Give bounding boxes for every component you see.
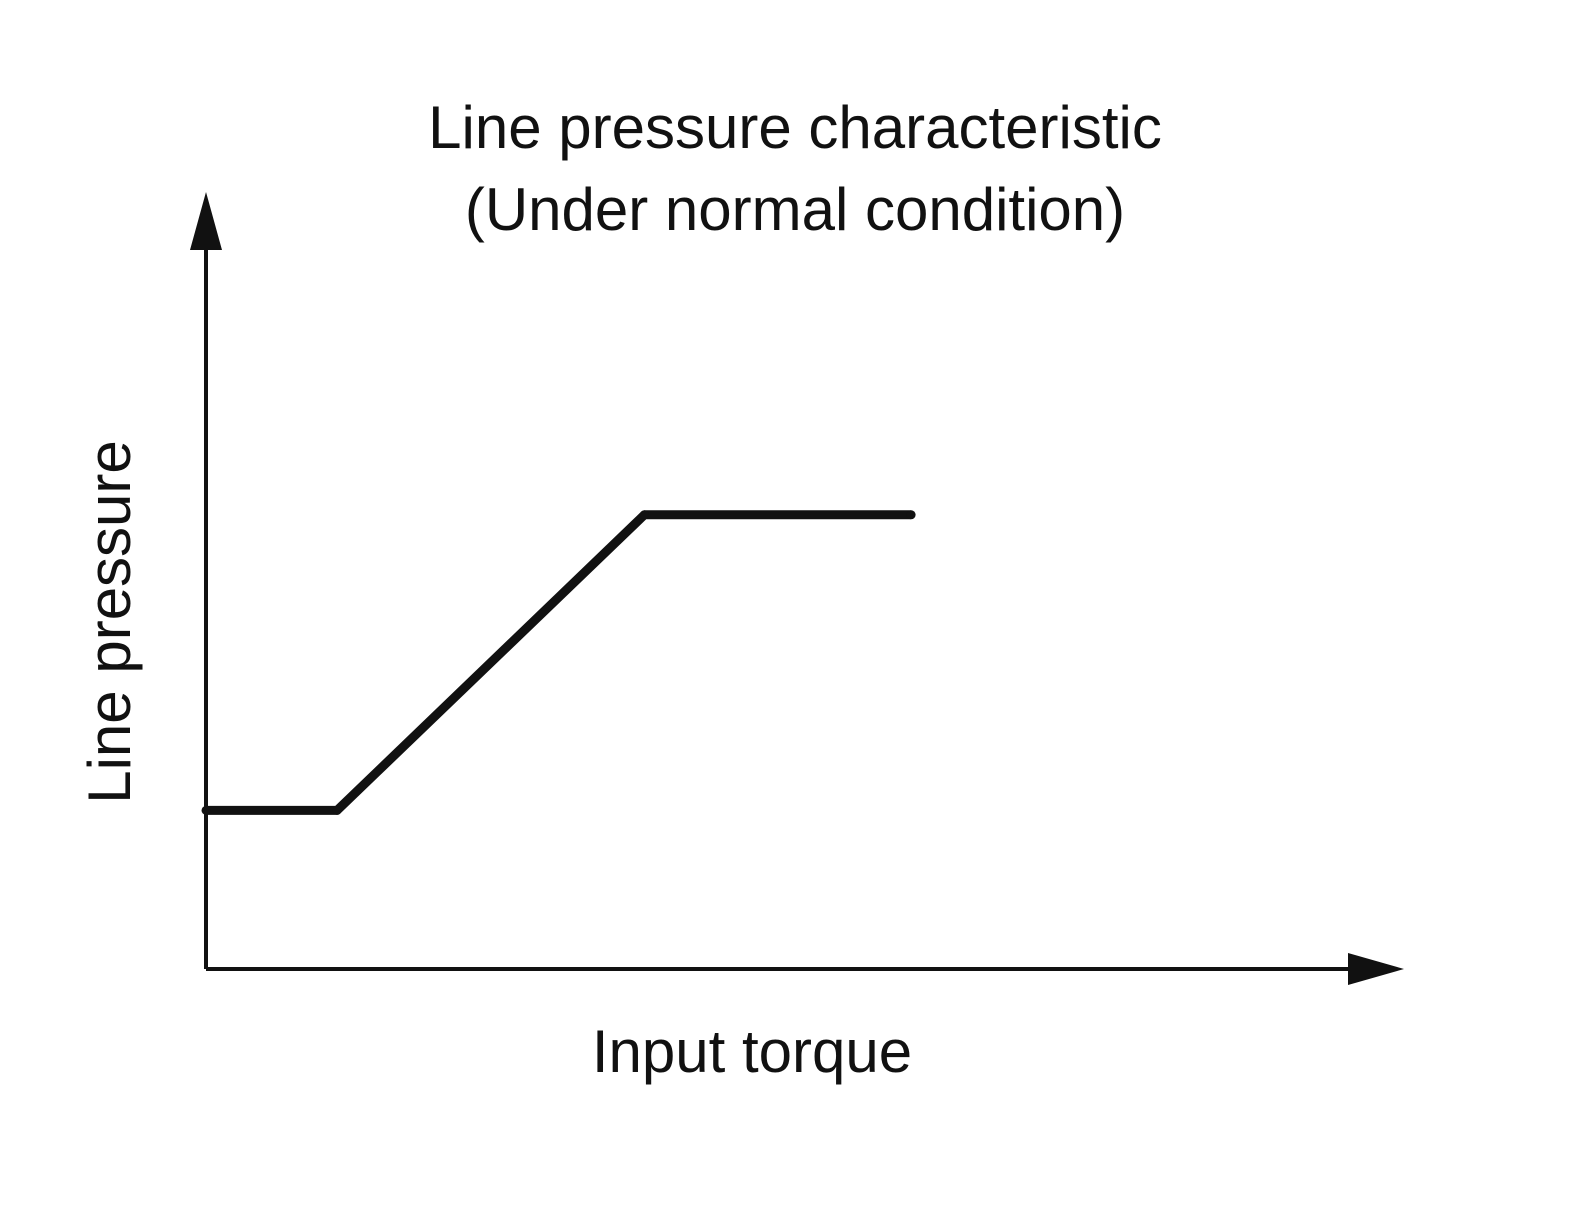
chart-title: Line pressure characteristic: [428, 94, 1162, 161]
series-point: [332, 805, 342, 815]
chart-subtitle: (Under normal condition): [465, 176, 1125, 243]
series-point: [906, 510, 916, 520]
series-line-1: [206, 510, 912, 815]
series-layer: [201, 510, 916, 815]
series-point: [639, 510, 649, 520]
y-axis-arrow-icon: [190, 192, 222, 250]
axes: [190, 192, 1404, 985]
x-axis-arrow-icon: [1348, 953, 1404, 985]
y-axis-label: Line pressure: [76, 440, 143, 804]
series-point: [201, 805, 211, 815]
x-axis-label: Input torque: [592, 1018, 912, 1085]
